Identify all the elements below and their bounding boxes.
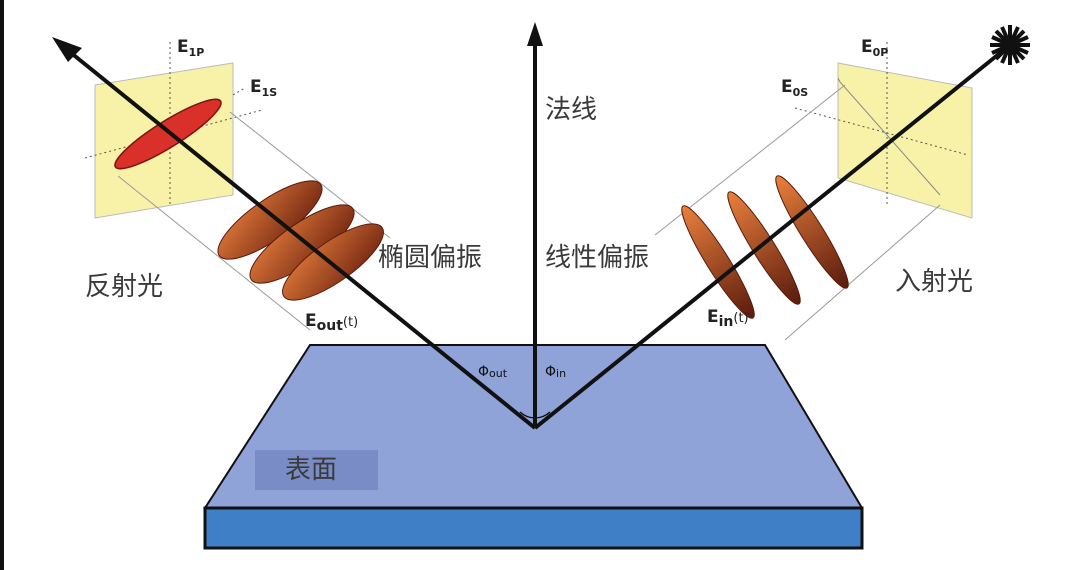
reflected-polarization-ellipse <box>114 98 222 170</box>
e1s-label: E1S <box>250 77 277 99</box>
reflected-ray <box>63 46 537 430</box>
e0p-label: E0P <box>861 37 888 59</box>
phi-in-label: Φin <box>545 364 566 380</box>
e0s-label: E0S <box>781 77 808 99</box>
reflected-arrow-icon <box>52 37 82 62</box>
left-border <box>0 0 4 570</box>
surface-label: 表面 <box>285 455 337 485</box>
phi-out-label: Φout <box>478 364 508 380</box>
rays <box>52 22 1012 430</box>
elliptical-polarization-label: 椭圆偏振 <box>378 243 482 273</box>
elliptical-wave <box>217 180 384 301</box>
incident-light-label: 入射光 <box>895 267 973 297</box>
angle-arc <box>519 411 551 419</box>
linear-wave <box>681 175 849 319</box>
reflected-light-label: 反射光 <box>85 272 163 302</box>
e1p-label: E1P <box>177 37 204 59</box>
normal-label: 法线 <box>545 95 597 125</box>
ein-label: Ein(t) <box>707 307 749 330</box>
surface-label-box <box>255 450 378 490</box>
eout-label: Eout(t) <box>305 311 358 334</box>
incident-ray <box>533 43 1012 430</box>
light-source-icon <box>990 25 1030 65</box>
linear-polarization-label: 线性偏振 <box>545 243 649 273</box>
normal-arrow-icon <box>527 22 543 46</box>
